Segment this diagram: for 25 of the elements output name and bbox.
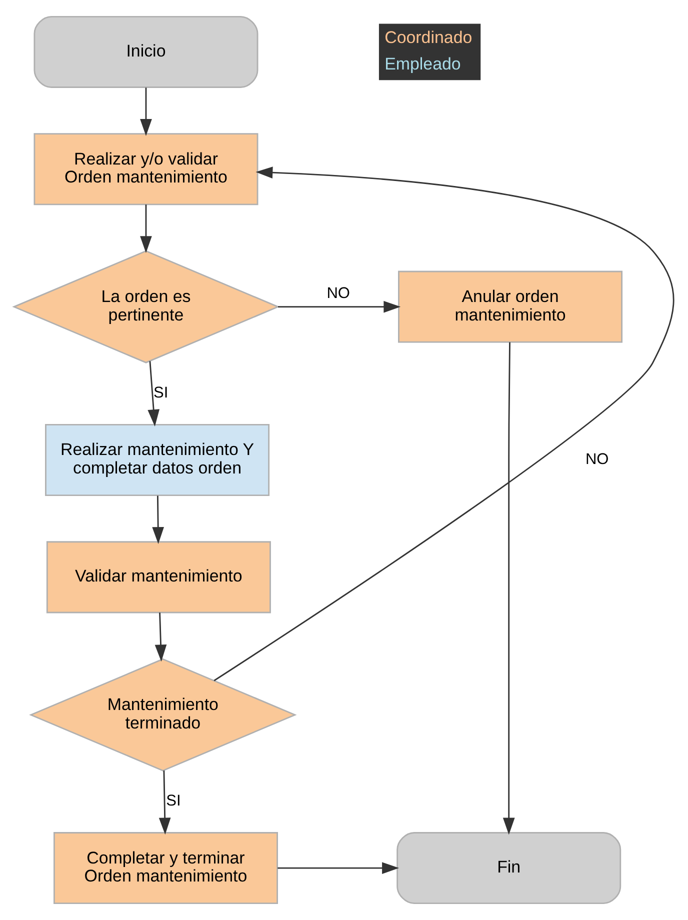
edge-label: SI [153, 384, 168, 402]
arrow [278, 862, 399, 874]
arrow [214, 166, 674, 682]
legend-label: Empleado [384, 54, 461, 74]
node-box: Realizar y/o validar Orden mantenimiento [34, 133, 258, 206]
node-box: Fin [396, 832, 622, 904]
arrow [152, 496, 164, 544]
arrow [148, 361, 160, 426]
arrow [158, 770, 171, 835]
node-box: Realizar mantenimiento Y completar datos orden [45, 424, 270, 496]
legend-label: Coordinado [384, 28, 472, 47]
node-diamond: Mantenimiento terminado [29, 658, 297, 772]
arrow [154, 612, 167, 662]
node-box: Anular orden mantenimiento [398, 270, 623, 343]
node-box: Inicio [34, 16, 258, 88]
arrow [140, 204, 152, 254]
edge-label: NO [585, 450, 609, 468]
edge-label: NO [326, 285, 350, 302]
edge-label: SI [166, 792, 181, 810]
node-box: Completar y terminar Orden mantenimiento [54, 832, 278, 904]
node-box: Validar mantenimiento [46, 541, 271, 614]
arrow [502, 342, 515, 835]
arrow [278, 300, 401, 313]
arrow [140, 88, 152, 136]
node-diamond: La orden es pertinente [12, 250, 280, 364]
